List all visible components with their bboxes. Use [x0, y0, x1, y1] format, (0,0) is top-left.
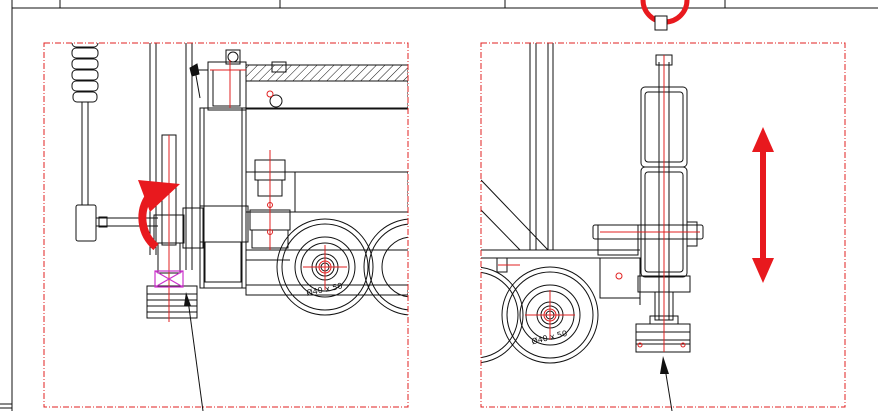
right-detail-frame — [480, 42, 846, 408]
left-detail-frame — [43, 42, 409, 408]
right-detail-view: Ø40 x 50 — [480, 42, 846, 412]
leader-arrow-right — [660, 356, 673, 412]
highlight-marker — [154, 270, 184, 288]
rotation-arrow-icon — [138, 180, 180, 251]
leader-arrow-left — [184, 292, 204, 412]
wheel-size-label-right: Ø40 x 50 — [530, 328, 568, 347]
vertical-travel-arrow-icon — [752, 127, 774, 283]
left-detail-view: Ø40 x 50 — [43, 42, 409, 412]
top-partial-marker — [640, 0, 690, 31]
